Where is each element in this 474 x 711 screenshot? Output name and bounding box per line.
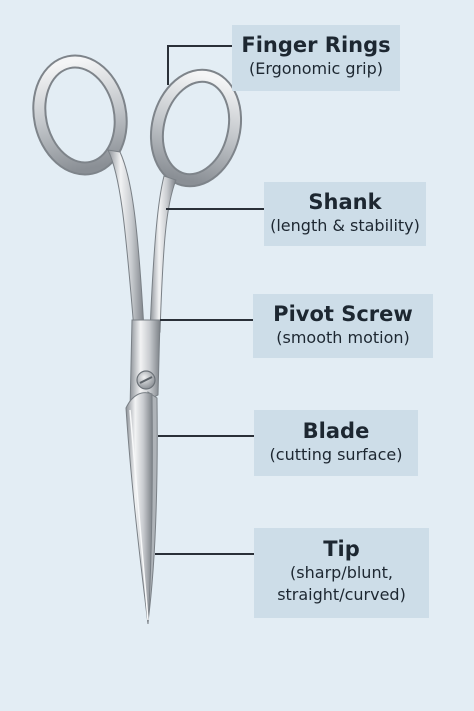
- label-tip-desc-line-2: straight/curved): [277, 585, 406, 604]
- label-pivot-screw: Pivot Screw (smooth motion): [253, 294, 433, 358]
- label-shank-name: Shank: [308, 190, 382, 214]
- blade-edge-highlight: [129, 409, 149, 621]
- label-blade: Blade (cutting surface): [254, 410, 418, 476]
- label-blade-desc: (cutting surface): [269, 445, 403, 464]
- label-shank-desc: (length & stability): [270, 216, 420, 235]
- label-pivot-screw-desc: (smooth motion): [276, 328, 410, 347]
- leader-shank: [166, 208, 264, 210]
- label-finger-rings-name: Finger Rings: [241, 33, 391, 57]
- label-tip-desc-line-1: (sharp/blunt,: [290, 563, 393, 582]
- right-finger-ring: [149, 68, 243, 188]
- left-finger-ring: [32, 54, 128, 176]
- right-shank: [149, 175, 177, 333]
- leader-pivot-screw: [160, 319, 253, 321]
- leader-finger-rings-h: [167, 45, 232, 47]
- leader-blade: [158, 435, 254, 437]
- label-pivot-screw-name: Pivot Screw: [273, 302, 413, 326]
- label-tip: Tip (sharp/blunt, straight/curved): [254, 528, 429, 618]
- pivot-screw-head: [136, 370, 156, 390]
- pivot-plate: [129, 319, 161, 411]
- leader-finger-rings-v: [167, 45, 169, 85]
- label-blade-name: Blade: [302, 419, 370, 443]
- label-tip-name: Tip: [323, 537, 360, 561]
- leader-tip: [155, 553, 254, 555]
- label-shank: Shank (length & stability): [264, 182, 426, 246]
- label-finger-rings: Finger Rings (Ergonomic grip): [232, 25, 400, 91]
- left-shank: [107, 149, 145, 331]
- label-finger-rings-desc: (Ergonomic grip): [248, 59, 383, 78]
